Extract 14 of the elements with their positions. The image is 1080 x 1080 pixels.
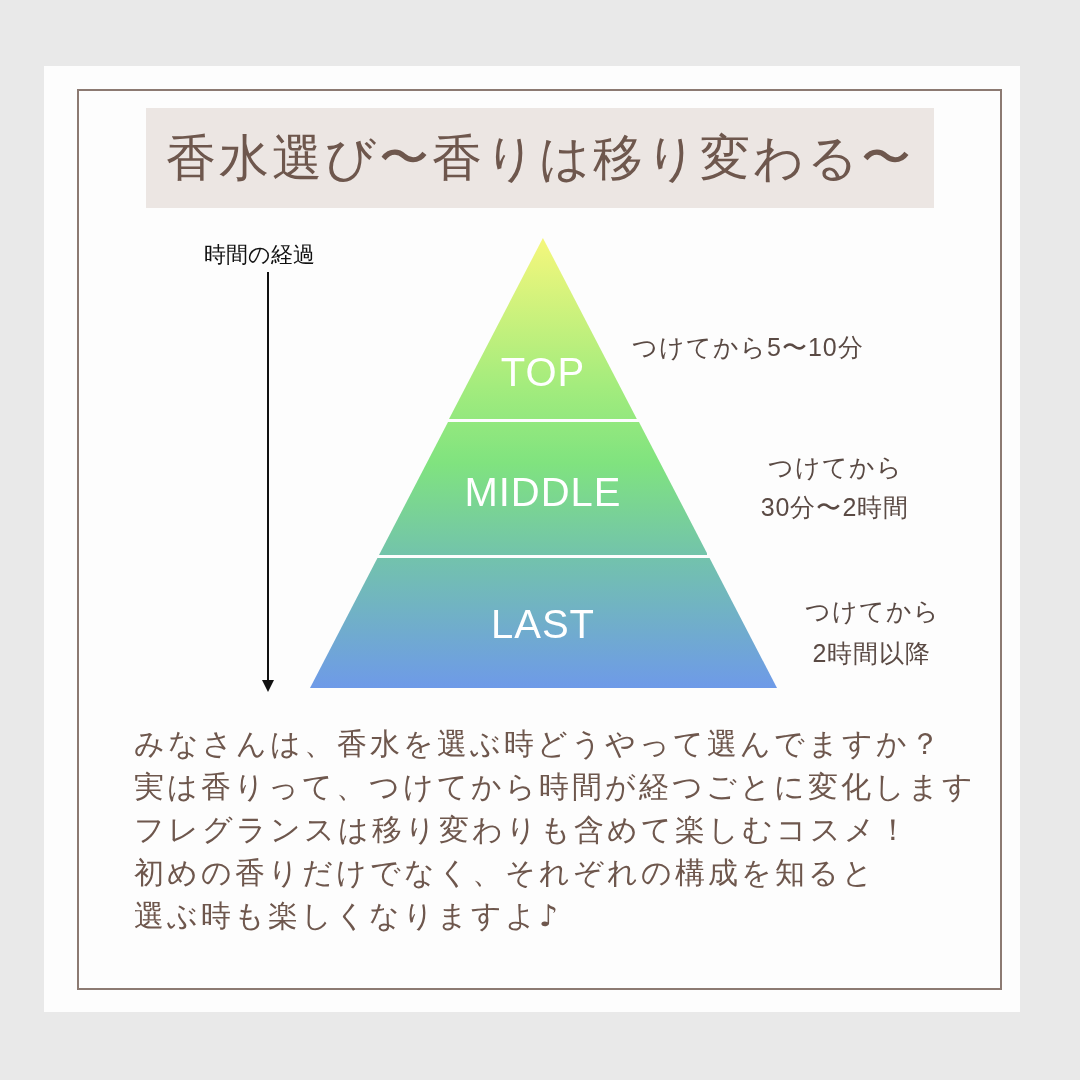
tier-label: TOP xyxy=(499,349,587,396)
tier-label: LAST xyxy=(489,601,596,648)
body-text: 初めの香りだけでなく、それぞれの構成を知ると選ぶ時も楽しくなりますよ♪ xyxy=(134,854,877,935)
body-text: 実は香りって、つけてから時間が経つごとに変化します xyxy=(134,768,976,806)
pyramid-tier xyxy=(378,422,708,555)
time-note: つけてから2時間以降 xyxy=(803,596,941,669)
body-text: みなさんは、香水を選ぶ時どうやって選んでますか？ xyxy=(134,725,943,763)
time-note: つけてから30分〜2時間 xyxy=(759,452,911,523)
body-text: フレグランスは移り変わりも含めて楽しむコスメ！ xyxy=(134,811,911,849)
tier-label: MIDDLE xyxy=(463,469,623,516)
title: 香水選び〜香りは移り変わる〜 xyxy=(146,108,934,208)
time-note: つけてから5〜10分 xyxy=(632,332,864,363)
time-axis-label: 時間の経過 xyxy=(204,241,315,269)
pyramid-tier xyxy=(309,558,777,688)
